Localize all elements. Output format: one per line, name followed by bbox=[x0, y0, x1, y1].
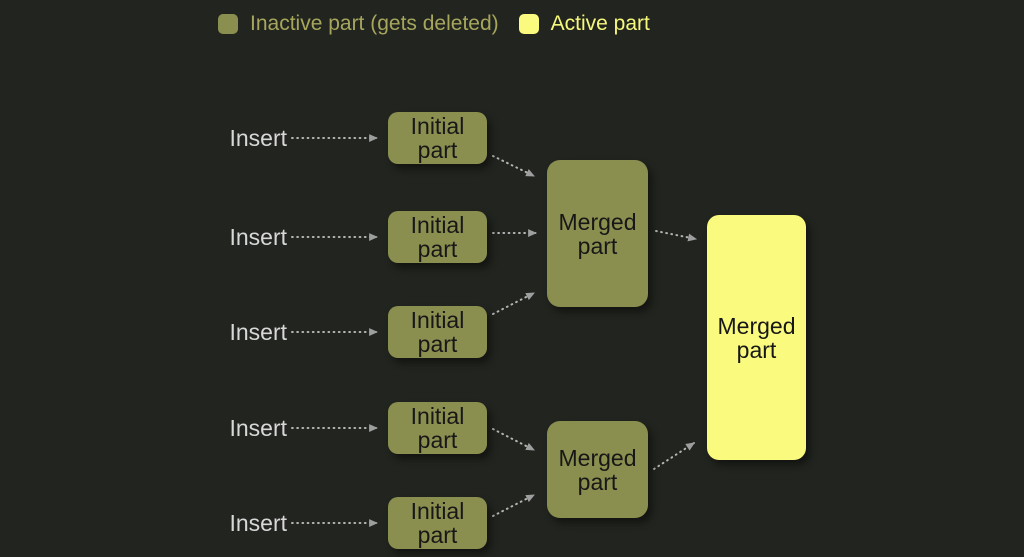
merged-part-box-final-active: Merged part bbox=[707, 215, 806, 460]
initial-part-label: Initial part bbox=[410, 307, 465, 357]
arrow-initial1-to-merged-top bbox=[492, 155, 536, 177]
legend-swatch-inactive-icon bbox=[218, 14, 238, 34]
arrow-initial4-to-merged-bottom bbox=[492, 428, 536, 451]
arrow-initial5-to-merged-bottom bbox=[492, 494, 536, 517]
initial-part-box-1: Initial part bbox=[388, 112, 487, 164]
initial-part-label: Initial part bbox=[410, 113, 465, 163]
arrow-merged-bottom-to-final bbox=[653, 442, 695, 470]
merged-part-box-top: Merged part bbox=[547, 160, 648, 307]
merged-part-label: Merged part bbox=[558, 208, 637, 259]
initial-part-box-2: Initial part bbox=[388, 211, 487, 263]
legend-label-inactive: Inactive part (gets deleted) bbox=[250, 12, 499, 35]
initial-part-box-4: Initial part bbox=[388, 402, 487, 454]
insert-label-3: Insert bbox=[229, 319, 287, 345]
merged-part-label: Merged part bbox=[717, 312, 796, 363]
legend-swatch-active-icon bbox=[518, 14, 539, 34]
legend-label-active: Active part bbox=[550, 12, 650, 35]
merged-part-box-bottom: Merged part bbox=[547, 421, 648, 518]
initial-part-box-3: Initial part bbox=[388, 306, 487, 358]
insert-label-1: Insert bbox=[229, 125, 287, 151]
initial-part-label: Initial part bbox=[410, 498, 465, 548]
initial-part-label: Initial part bbox=[410, 403, 465, 453]
arrow-merged-top-to-final bbox=[655, 230, 698, 242]
insert-label-5: Insert bbox=[229, 510, 287, 536]
initial-part-label: Initial part bbox=[410, 212, 465, 262]
initial-part-box-5: Initial part bbox=[388, 497, 487, 549]
insert-label-2: Insert bbox=[229, 224, 287, 250]
legend: Inactive part (gets deleted) Active part bbox=[218, 12, 650, 36]
insert-label-4: Insert bbox=[229, 415, 287, 441]
merged-part-label: Merged part bbox=[558, 444, 637, 495]
arrow-initial3-to-merged-top bbox=[492, 292, 536, 315]
